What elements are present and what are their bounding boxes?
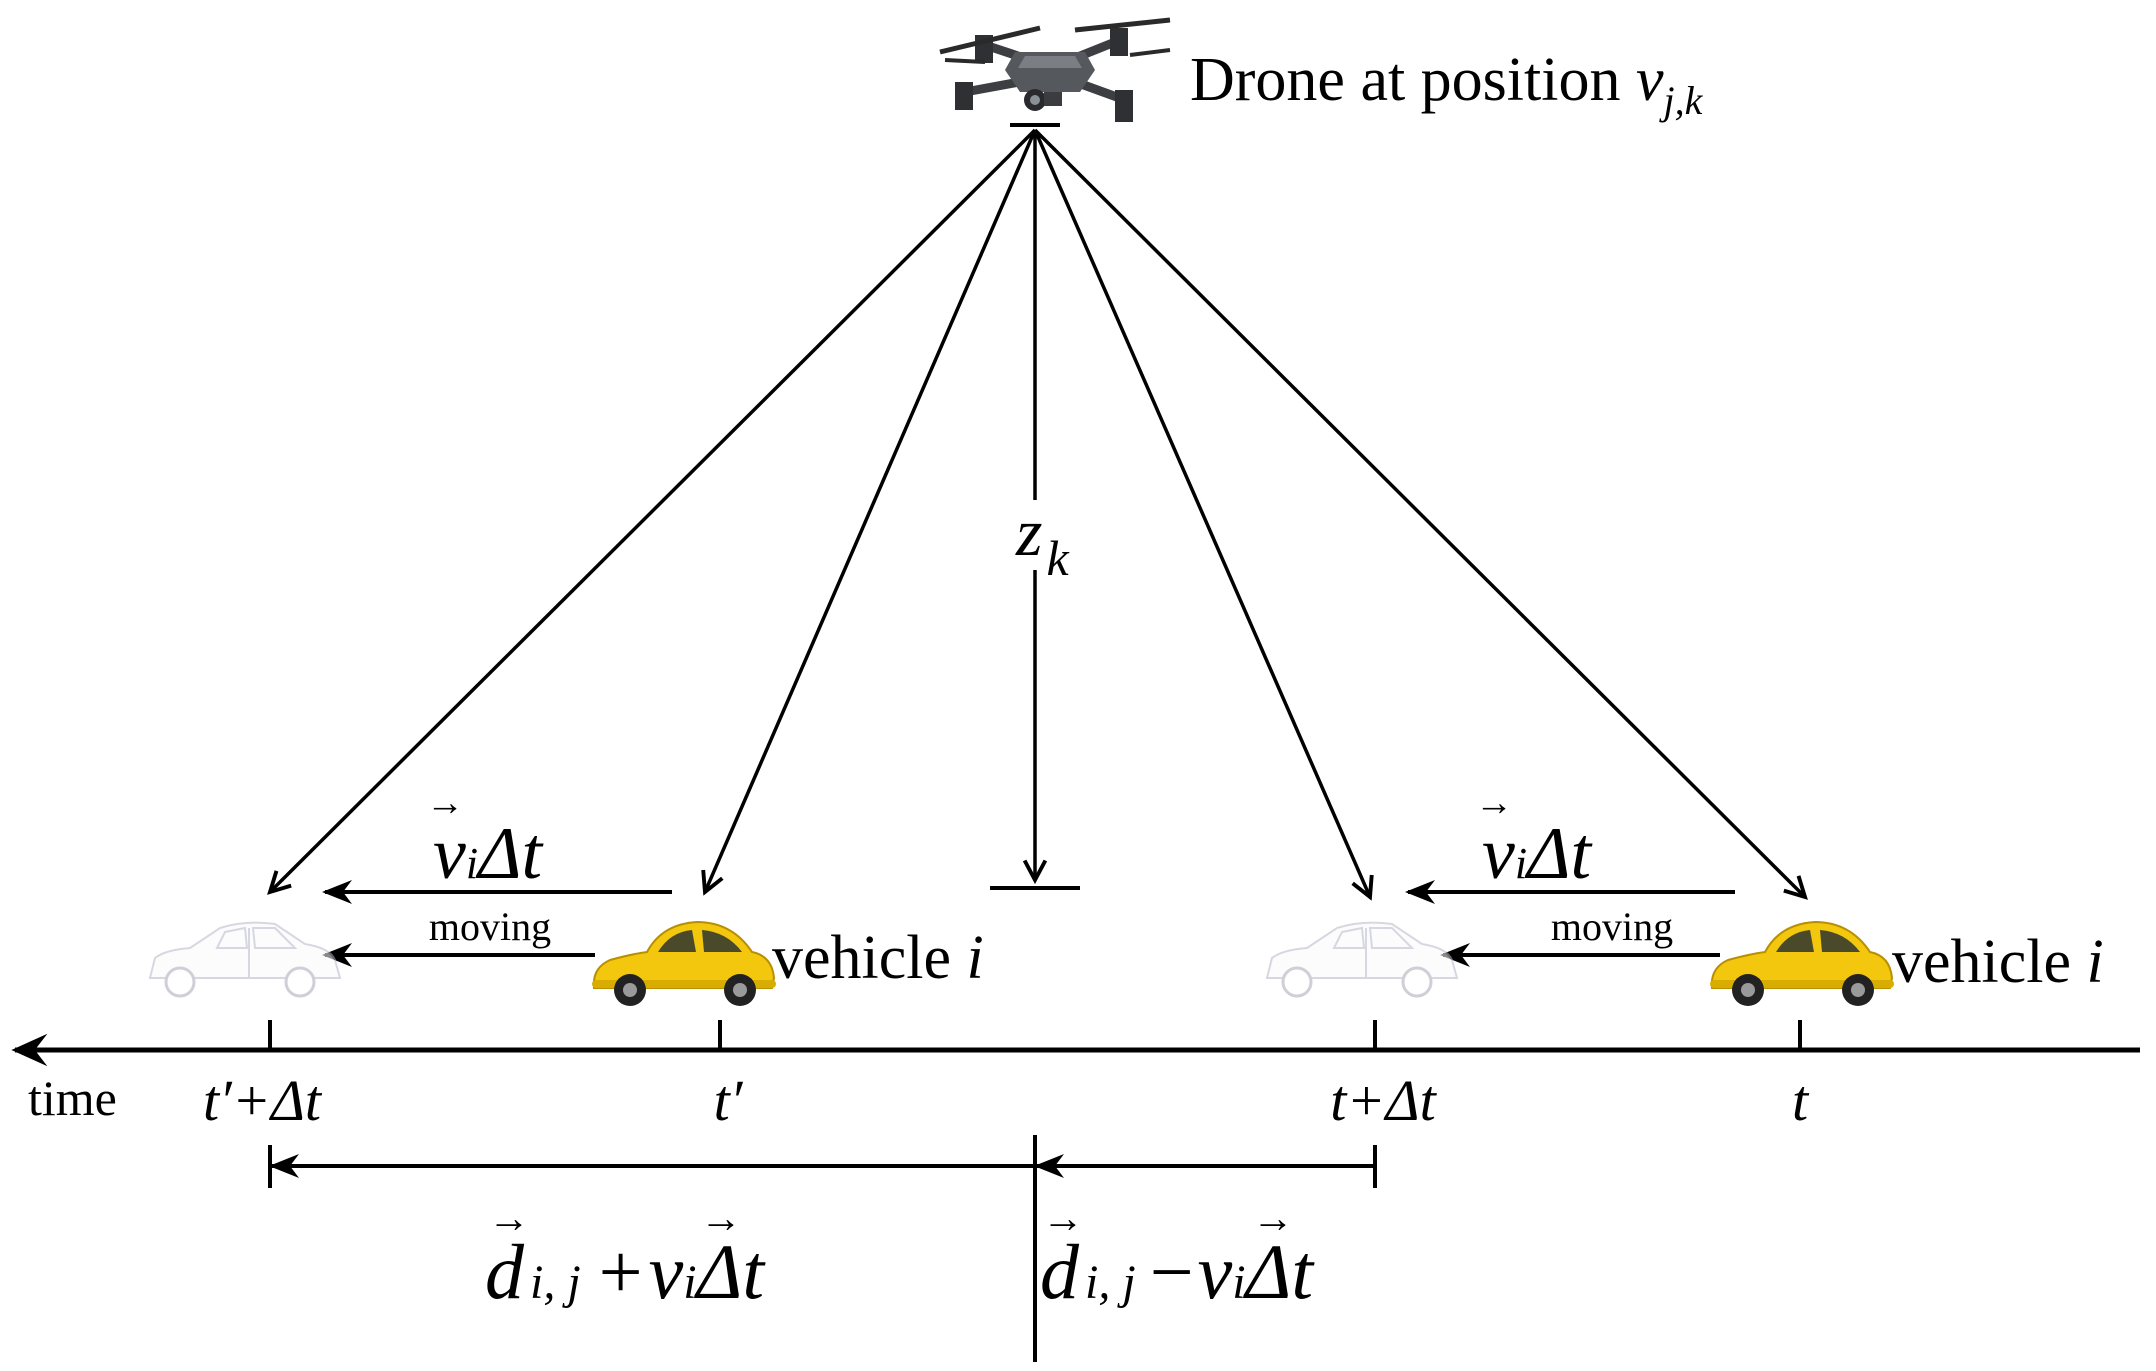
vehicle-label-right: vehicle i: [1892, 928, 2104, 996]
time-axis-label: time: [28, 1070, 117, 1126]
svg-text:→: →: [488, 1196, 530, 1242]
vehicle-label-left: vehicle i: [772, 924, 984, 992]
ray-to-future-position-left: [270, 128, 1037, 892]
ray-to-future-position-right: [1033, 129, 1370, 897]
drone-icon: [939, 17, 1171, 122]
drone-label: Drone at position vj,k: [1190, 46, 1704, 123]
vehicle-car-left-icon: [592, 920, 776, 1006]
svg-text:di, j−viΔt: di, j−viΔt: [1040, 1228, 1315, 1315]
svg-text:→: →: [426, 782, 464, 824]
altitude-label: zk: [1015, 494, 1069, 586]
tick-label-t: t: [1792, 1068, 1810, 1133]
tick-label-t-plus-dt: t+Δt: [1330, 1068, 1437, 1133]
svg-text:→: →: [1042, 1196, 1084, 1242]
tick-label-t-prime-plus-dt: t′+Δt: [203, 1068, 323, 1133]
ghost-car-right-icon: [1265, 921, 1459, 998]
svg-text:di, j+viΔt: di, j+viΔt: [485, 1228, 766, 1315]
svg-text:viΔt: viΔt: [1482, 813, 1594, 895]
svg-text:→: →: [1252, 1196, 1294, 1242]
ray-to-vehicle-left: [705, 129, 1037, 892]
moving-label-right: moving: [1551, 904, 1673, 949]
ghost-car-left-icon: [148, 921, 342, 998]
displacement-label-left: → viΔt: [426, 782, 545, 895]
ray-to-vehicle-right: [1033, 128, 1805, 897]
moving-label-left: moving: [429, 904, 551, 949]
displacement-label-right: → viΔt: [1475, 782, 1594, 895]
svg-text:viΔt: viΔt: [433, 813, 545, 895]
tick-label-t-prime: t′: [714, 1068, 744, 1133]
svg-text:→: →: [1475, 782, 1513, 824]
svg-text:→: →: [700, 1196, 742, 1242]
vehicle-car-right-icon: [1710, 920, 1894, 1006]
